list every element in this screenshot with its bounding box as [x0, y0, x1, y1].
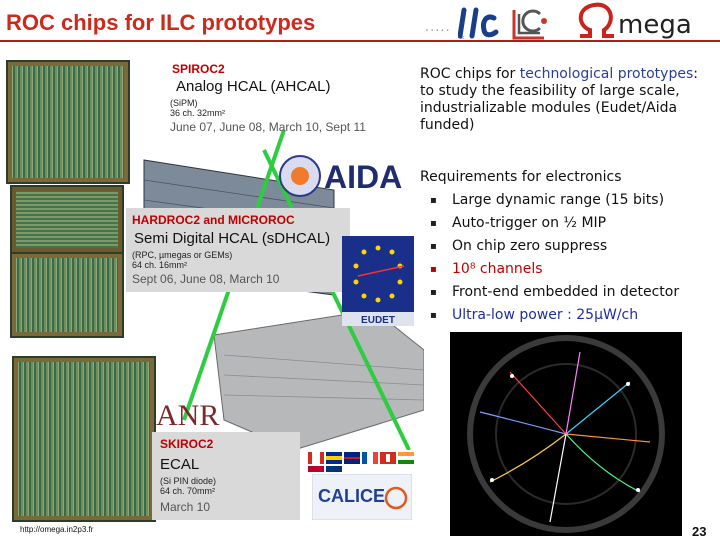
ilc-logo: ilc: [457, 6, 500, 40]
requirements-block: Requirements for electronics ▪Large dyna…: [420, 166, 679, 327]
footer-url: http://omega.in2p3.fr: [20, 525, 94, 534]
spiroc2-spec: 36 ch. 32mm²: [170, 108, 226, 118]
hardroc2-sensor: (RPC, µmegas or GEMs): [132, 250, 233, 260]
hardroc2-label: HARDROC2 and MICROROC Semi Digital HCAL …: [126, 208, 350, 292]
requirement-item: ▪Auto-trigger on ½ MIP: [420, 212, 679, 235]
intro-text-2: : to study the feasibility of large scal…: [420, 66, 698, 133]
svg-text:AIDA: AIDA: [324, 159, 402, 195]
svg-text:CALICE: CALICE: [318, 486, 385, 506]
spiroc2-chip-image: [6, 60, 130, 184]
requirement-item: ▪Ultra-low power : 25µW/ch: [420, 304, 679, 327]
hardroc2-chip-image: [10, 185, 124, 254]
hardroc2-detector: Semi Digital HCAL (sDHCAL): [134, 230, 331, 247]
bullet-icon: ▪: [430, 218, 437, 229]
hardroc2-name: HARDROC2 and MICROROC: [132, 213, 295, 227]
skiroc2-name: SKIROC2: [160, 437, 214, 451]
partner-flags: [308, 452, 416, 472]
skiroc2-chip-image: [12, 356, 156, 522]
requirement-item: ▪Large dynamic range (15 bits): [420, 189, 679, 212]
calice-logo: CALICE: [311, 473, 413, 521]
event-display-image: [450, 332, 682, 536]
dotted-separator: .....: [425, 20, 451, 35]
microroc-chip-image: [10, 252, 124, 338]
svg-text:EUDET: EUDET: [361, 315, 395, 326]
requirement-item: ▪10⁸ channels: [420, 258, 679, 281]
spiroc2-detector: Analog HCAL (AHCAL): [176, 78, 331, 95]
skiroc2-sensor: (Si PIN diode): [160, 476, 217, 486]
spiroc2-sensor: (SiPM): [170, 98, 198, 108]
skiroc2-detector: ECAL: [160, 456, 200, 473]
requirement-item: ▪On chip zero suppress: [420, 235, 679, 258]
anr-logo: ANR: [156, 398, 226, 432]
svg-text:ANR: ANR: [156, 399, 219, 428]
page-number: 23: [692, 524, 707, 539]
spiroc2-name: SPIROC2: [172, 62, 225, 76]
requirements-heading: Requirements for electronics: [420, 169, 622, 185]
skiroc2-dates: March 10: [160, 500, 211, 514]
page-title: ROC chips for ILC prototypes: [6, 10, 316, 35]
spiroc2-dates: June 07, June 08, March 10, Sept 11: [170, 120, 366, 134]
svg-text:ilc: ilc: [460, 35, 464, 40]
spiroc2-label: SPIROC2 Analog HCAL (AHCAL) (SiPM) 36 ch…: [162, 58, 412, 148]
bullet-icon: ▪: [430, 195, 437, 206]
intro-paragraph: ROC chips for technological prototypes: …: [420, 66, 716, 134]
skiroc2-label: SKIROC2 ECAL (Si PIN diode) 64 ch. 70mm²…: [152, 432, 300, 520]
hardroc2-spec: 64 ch. 16mm²: [132, 260, 188, 270]
svg-text:mega: mega: [618, 10, 692, 40]
bullet-icon: ▪: [430, 310, 437, 321]
bullet-icon: ▪: [430, 241, 437, 252]
intro-highlight: technological prototypes: [519, 66, 694, 82]
intro-text-1: ROC chips for: [420, 66, 520, 82]
hardroc2-dates: Sept 06, June 08, March 10: [132, 272, 280, 286]
aida-logo: AIDA: [274, 150, 414, 202]
eudet-logo: EUDET: [342, 236, 414, 326]
lab-logo: [510, 8, 550, 40]
title-divider: [0, 40, 720, 42]
bullet-icon: ▪: [430, 287, 437, 298]
skiroc2-spec: 64 ch. 70mm²: [160, 486, 216, 496]
bullet-icon: ▪: [430, 264, 437, 275]
requirement-item: ▪Front-end embedded in detector: [420, 281, 679, 304]
omega-logo: mega: [574, 0, 714, 40]
